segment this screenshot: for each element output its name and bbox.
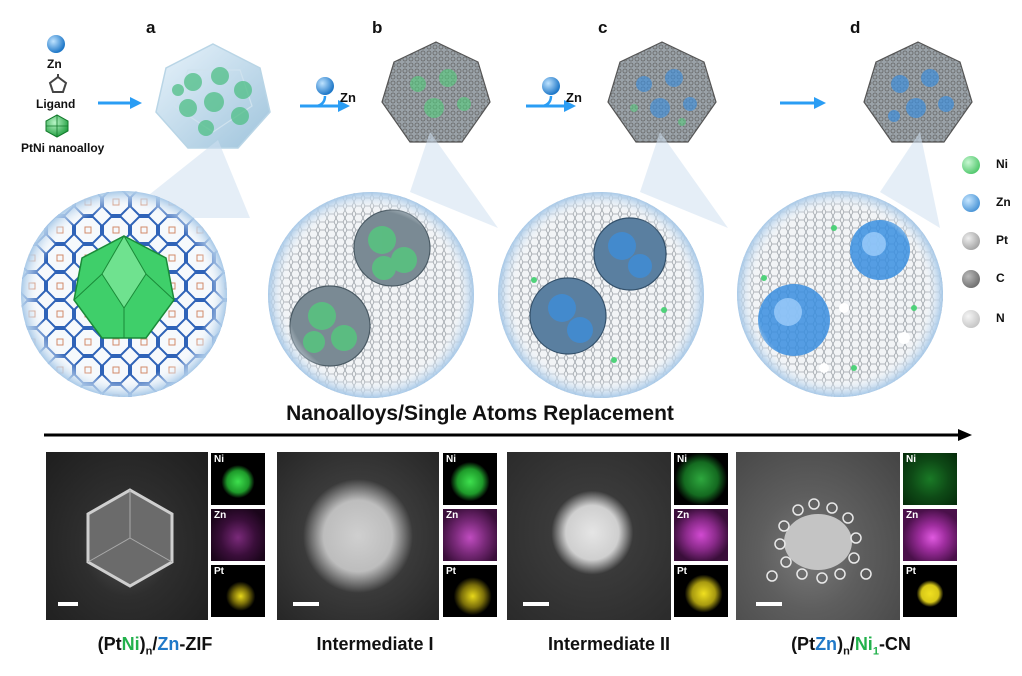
process-title: Nanoalloys/Single Atoms Replacement <box>286 402 674 425</box>
pt-map: Pt <box>902 564 958 618</box>
zoom-view-zif <box>21 191 227 397</box>
zoom-cone-d <box>880 132 940 228</box>
zoom-view-intermediate-2 <box>498 192 704 398</box>
ni-map: Ni <box>210 452 266 506</box>
scale-bar <box>756 602 782 606</box>
zn-add-label: Zn <box>340 90 356 105</box>
zn-atom-icon <box>47 35 65 53</box>
ni-map: Ni <box>442 452 498 506</box>
nanoalloy-label: PtNi nanoalloy <box>21 141 105 155</box>
pt-map: Pt <box>442 564 498 618</box>
stage-label-d: d <box>850 18 861 37</box>
zoom-cone-c <box>640 132 728 228</box>
c-atom-icon <box>962 270 980 288</box>
pt-map: Pt <box>673 564 729 618</box>
zn-map: Zn <box>442 508 498 562</box>
zoom-view-single-atoms <box>737 191 943 397</box>
zn-map: Zn <box>673 508 729 562</box>
zn-atom-icon <box>962 194 980 212</box>
caption-intermediate-2: Intermediate II <box>547 634 671 654</box>
ni-map: Ni <box>902 452 958 506</box>
ligand-label: Ligand <box>36 97 76 111</box>
crystal-c <box>607 41 717 143</box>
caption-intermediate-1: Intermediate I <box>316 634 434 654</box>
stage-label-b: b <box>372 18 383 37</box>
scale-bar <box>523 602 549 606</box>
zoom-view-intermediate-1 <box>268 192 474 398</box>
zn-addition-arrow-icon <box>526 77 576 112</box>
arrow-icon <box>98 97 142 109</box>
zn-map: Zn <box>902 508 958 562</box>
stem-image-intermediate-1 <box>277 452 439 620</box>
stem-image-zif <box>46 452 208 620</box>
zif-crystal-a <box>155 43 271 149</box>
zn-add-label: Zn <box>566 90 582 105</box>
pt-map: Pt <box>210 564 266 618</box>
ligand-icon <box>48 74 68 93</box>
scale-bar <box>293 602 319 606</box>
pt-atom-icon <box>962 232 980 250</box>
scale-bar <box>58 602 78 606</box>
process-arrow-icon <box>44 429 972 441</box>
stage-label-a: a <box>146 18 156 37</box>
ni-atom-icon <box>962 156 980 174</box>
zoom-cone-b <box>410 132 498 228</box>
stem-image-single-atoms <box>736 452 900 620</box>
stage-label-c: c <box>598 18 608 37</box>
nanoalloy-icon <box>45 114 69 138</box>
zn-label: Zn <box>47 57 62 71</box>
stem-image-intermediate-2 <box>507 452 671 620</box>
ni-map: Ni <box>673 452 729 506</box>
zn-map: Zn <box>210 508 266 562</box>
arrow-icon <box>780 97 826 109</box>
caption-single-atoms: (PtZn)n/Ni1-CN <box>791 634 911 658</box>
caption-zif: (PtNi)n/Zn-ZIF <box>97 634 213 658</box>
crystal-d <box>863 41 973 143</box>
zn-addition-arrow-icon <box>300 77 350 112</box>
n-atom-icon <box>962 310 980 328</box>
